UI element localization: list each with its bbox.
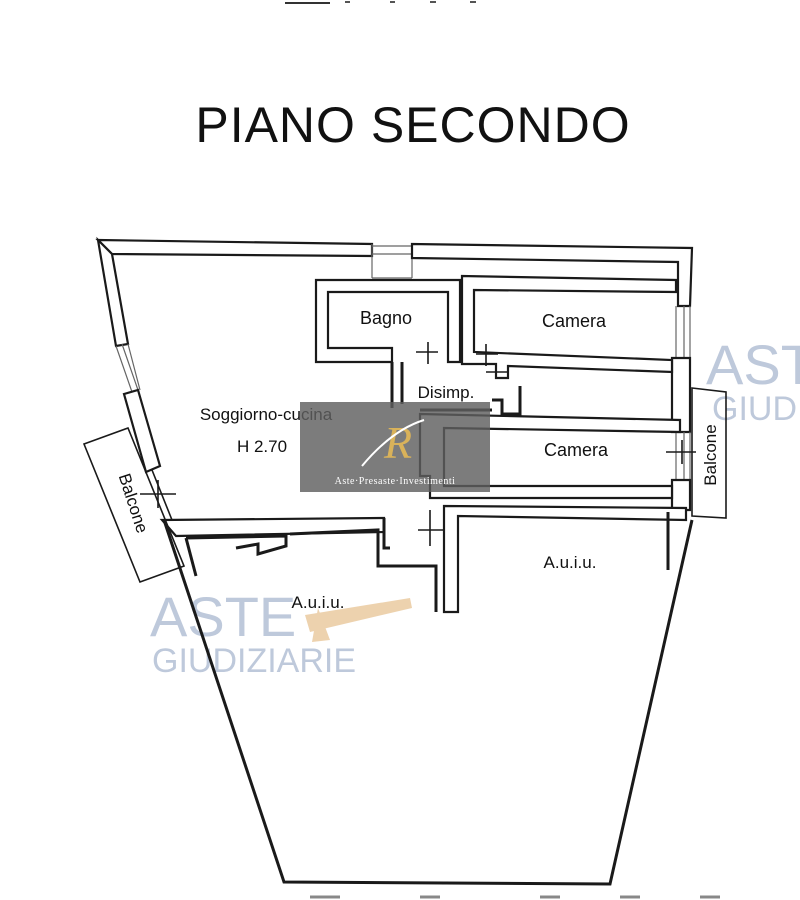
- window-left-upper: [115, 343, 141, 393]
- logo-swoosh-icon: [361, 419, 425, 467]
- wall-right-bottom: [670, 478, 692, 512]
- wall-top-right: [410, 242, 694, 308]
- logo-monogram: R: [383, 417, 412, 468]
- watermark-left: ASTE GIUDIZIARIE: [150, 585, 412, 680]
- wall-left-upper: [96, 236, 130, 348]
- window-right-lower: [675, 432, 691, 482]
- label-balcone-right: Balcone: [701, 424, 720, 485]
- label-camera-mid: Camera: [544, 440, 609, 460]
- window-right-upper: [675, 306, 691, 360]
- watermark-right: ASTE GIUDIZ: [706, 333, 800, 428]
- gavel-icon: [305, 598, 412, 642]
- label-disimpegno: Disimp.: [418, 383, 475, 402]
- logo-tagline: Aste·Presaste·Investimenti: [335, 476, 456, 487]
- label-camera-top: Camera: [542, 311, 607, 331]
- agency-logo: R Aste·Presaste·Investimenti: [300, 402, 490, 492]
- watermark-giudiziarie-left: GIUDIZIARIE: [152, 642, 356, 680]
- balcone-right: Balcone: [691, 387, 727, 519]
- watermark-aste-right: ASTE: [706, 333, 800, 396]
- wall-left-lower: [151, 469, 173, 521]
- watermark-aste-left: ASTE: [150, 585, 296, 648]
- wall-left-pillar: [122, 388, 162, 474]
- room-soggiorno-cucina: Soggiorno-cucina H 2.70: [200, 405, 333, 456]
- door-swing-marks: [416, 342, 508, 373]
- label-balcone-left: Balcone: [115, 471, 152, 535]
- label-auiu-left: A.u.i.u.: [292, 593, 345, 612]
- label-bagno: Bagno: [360, 308, 412, 328]
- window-top: [371, 244, 413, 279]
- label-auiu-right: A.u.i.u.: [544, 553, 597, 572]
- balcone-left: Balcone: [82, 426, 186, 584]
- top-edge-marks: [285, 1, 476, 4]
- room-auiu-right: A.u.i.u.: [544, 512, 670, 572]
- outer-walls: [95, 236, 694, 521]
- label-soggiorno-cucina: Soggiorno-cucina: [200, 405, 333, 424]
- wall-top-left: [95, 238, 374, 258]
- plan-title: PIANO SECONDO: [195, 97, 630, 153]
- outline-lower-area: [162, 519, 694, 886]
- label-room-height: H 2.70: [237, 437, 287, 456]
- room-bagno: Bagno: [314, 278, 462, 364]
- room-camera-top: Camera: [460, 274, 678, 380]
- room-auiu-left: A.u.i.u.: [184, 528, 438, 612]
